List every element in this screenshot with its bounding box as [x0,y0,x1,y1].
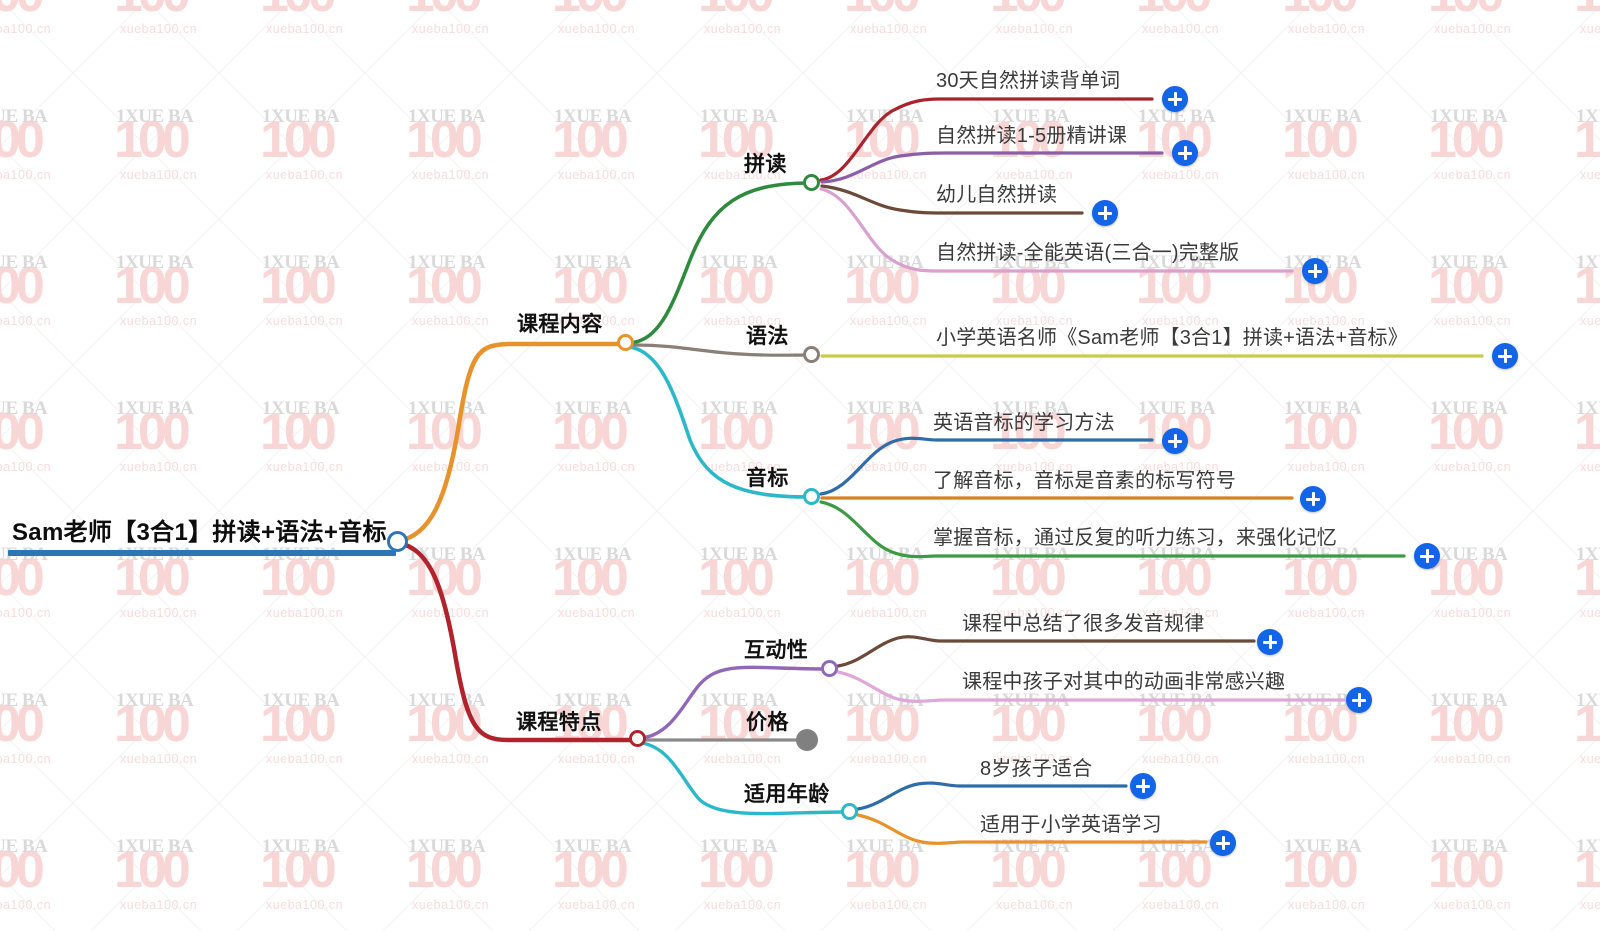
link-kctd-hudong [640,665,830,740]
node-dot-pindu[interactable] [803,174,820,191]
node-dot-age-range[interactable] [841,803,858,820]
node-dot-interactivity[interactable] [821,660,838,677]
expand-plus-icon-age-1[interactable] [1130,773,1156,799]
node-label-course-content[interactable]: 课程内容 [517,313,603,336]
leaf-label-yinbiao-2[interactable]: 了解音标，音标是音素的标写符号 [933,470,1236,492]
leaf-label-pindu-3[interactable]: 幼儿自然拼读 [936,184,1058,206]
node-label-yufa[interactable]: 语法 [746,325,789,348]
expand-plus-icon-yinbiao-3[interactable] [1414,543,1440,569]
node-dot-yinbiao[interactable] [803,488,820,505]
node-dot-course-content[interactable] [617,334,634,351]
expand-plus-icon-pindu-1[interactable] [1162,86,1188,112]
expand-plus-icon-pindu-2[interactable] [1172,140,1198,166]
link-nianling-c1 [856,781,1128,811]
root-node[interactable]: Sam老师【3合1】拼读+语法+音标 [8,512,396,556]
node-label-yinbiao[interactable]: 音标 [746,467,789,490]
root-node-underline [8,550,396,556]
leaf-label-pindu-1[interactable]: 30天自然拼读背单词 [936,70,1121,92]
expand-plus-icon-interactivity-2[interactable] [1346,687,1372,713]
root-node-label: Sam老师【3合1】拼读+语法+音标 [12,519,387,546]
node-label-interactivity[interactable]: 互动性 [744,639,809,662]
expand-plus-icon-yinbiao-2[interactable] [1300,486,1326,512]
leaf-label-pindu-4[interactable]: 自然拼读-全能英语(三合一)完整版 [936,242,1240,264]
node-dot-course-features[interactable] [629,730,646,747]
leaf-label-age-2[interactable]: 适用于小学英语学习 [980,814,1162,836]
leaf-label-yinbiao-3[interactable]: 掌握音标，通过反复的听力练习，来强化记忆 [933,527,1337,549]
link-kcnr-pindu [628,181,812,345]
leaf-label-age-1[interactable]: 8岁孩子适合 [980,758,1093,780]
leaf-label-yinbiao-1[interactable]: 英语音标的学习方法 [933,412,1115,434]
link-hudong-c1 [836,635,1256,668]
link-root-kcnr [395,341,621,544]
node-dot-price[interactable] [796,729,818,751]
expand-plus-icon-interactivity-1[interactable] [1257,629,1283,655]
node-label-age-range[interactable]: 适用年龄 [744,783,830,806]
leaf-label-pindu-2[interactable]: 自然拼读1-5册精讲课 [936,125,1128,147]
node-label-pindu[interactable]: 拼读 [744,153,787,176]
node-label-price[interactable]: 价格 [746,711,789,734]
expand-plus-icon-age-2[interactable] [1210,830,1236,856]
leaf-label-interactivity-2[interactable]: 课程中孩子对其中的动画非常感兴趣 [962,671,1286,693]
expand-plus-icon-yinbiao-1[interactable] [1162,428,1188,454]
leaf-label-yufa-1[interactable]: 小学英语名师《Sam老师【3合1】拼读+语法+音标》 [936,327,1408,349]
expand-plus-icon-pindu-4[interactable] [1302,258,1328,284]
node-dot-yufa[interactable] [803,346,820,363]
leaf-label-interactivity-1[interactable]: 课程中总结了很多发音规律 [962,613,1205,635]
node-label-course-features[interactable]: 课程特点 [516,711,602,734]
expand-plus-icon-pindu-3[interactable] [1092,200,1118,226]
root-node-dot[interactable] [387,531,408,552]
expand-plus-icon-yufa-1[interactable] [1492,343,1518,369]
